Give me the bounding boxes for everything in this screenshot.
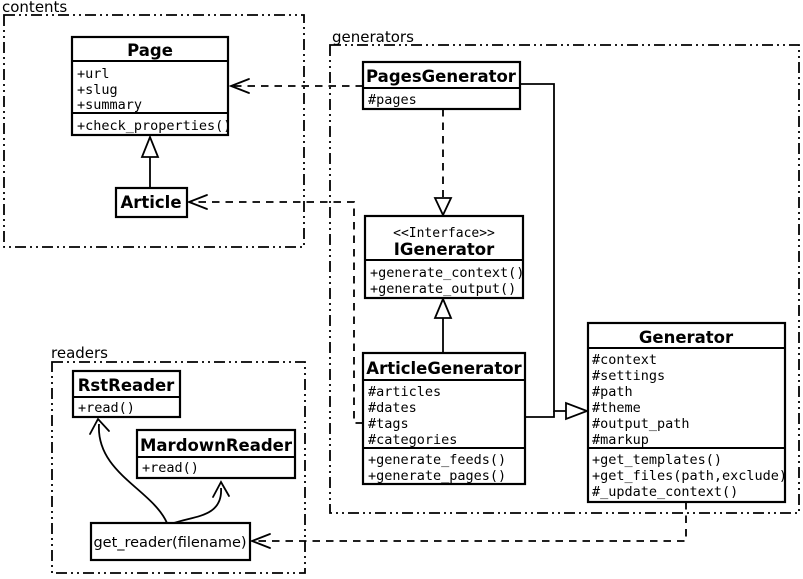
package-generators-label: generators [332,28,414,46]
relationship-pagesgenerator-to-page-dependency [228,78,363,94]
open-arrowhead-icon [228,78,250,94]
attribute: +summary [77,97,142,113]
method: +check_properties() [77,118,231,134]
method: +generate_context() [370,265,524,281]
class-article: Article [114,186,189,219]
dependency-line [192,201,363,424]
class-box [135,428,297,480]
generalization-line [525,411,555,418]
method: +get_templates() [592,452,722,468]
class-box [114,186,189,219]
class-title: MardownReader [140,436,293,455]
relationship-pagesgenerator-to-generator-generalization [520,83,566,412]
attribute: +url [77,66,110,82]
method: +generate_feeds() [368,452,506,468]
relationship-getreader-to-mardownreader-arrow [173,480,230,524]
method: #_update_context() [592,484,738,500]
class-title: ArticleGenerator [366,359,522,378]
relationship-articlegenerator-to-igenerator-generalization [433,296,453,353]
attribute: #pages [368,92,417,108]
open-arrowhead-icon [89,417,110,435]
hollow-triangle-icon [433,197,453,218]
class-articlegenerator: ArticleGenerator #articles #dates #tags … [361,351,527,486]
package-readers: readers [51,344,306,574]
relationship-articlegenerator-to-article-dependency [186,194,363,424]
class-box [361,351,527,486]
method: +generate_output() [370,281,516,297]
class-title: RstReader [78,376,175,395]
class-title: PagesGenerator [366,67,517,86]
attribute: #theme [592,400,641,416]
attribute: #articles [368,384,441,400]
class-box [586,321,787,504]
class-box [70,35,230,137]
package-contents: contents [2,0,305,248]
attribute: #dates [368,400,417,416]
hollow-triangle-icon [565,401,590,421]
package-contents-frame [3,14,305,248]
dependency-line [256,502,687,542]
attribute: #settings [592,368,665,384]
method: +read() [142,460,199,476]
method: +get_files(path,exclude) [592,468,787,484]
attribute: #markup [592,432,649,448]
class-generator: Generator #context #settings #path #them… [586,321,787,504]
class-page: Page +url +slug +summary +check_properti… [70,35,231,137]
function-get-reader: get_reader(filename) [89,521,252,562]
package-generators-frame [329,44,800,514]
attribute: #path [592,384,633,400]
relationship-pagesgenerator-to-igenerator-realization [433,109,453,218]
package-readers-label: readers [51,344,108,362]
relationship-article-to-page-generalization [140,134,160,188]
attribute: #tags [368,416,409,432]
package-generators: generators [329,28,800,514]
relationship-getreader-to-rstreader-arrow [89,417,168,524]
class-title: Article [120,193,181,212]
method: +generate_pages() [368,468,506,484]
attribute: #context [592,352,657,368]
package-readers-frame [51,361,306,574]
class-box [361,60,522,111]
attribute: #categories [368,432,457,448]
hollow-triangle-icon [433,296,453,319]
function-box [89,521,252,562]
class-stereotype: <<Interface>> [393,226,495,241]
class-rstreader: RstReader +read() [71,369,182,419]
attribute: +slug [77,82,118,98]
attribute: #output_path [592,416,690,432]
class-igenerator: <<Interface>> IGenerator +generate_conte… [363,214,525,300]
method: +read() [78,400,135,416]
class-mardownreader: MardownReader +read() [135,428,297,480]
class-title: Page [127,41,173,60]
relationship-articlegenerator-to-generator-generalization [525,401,590,421]
function-label: get_reader(filename) [93,535,246,551]
open-arrowhead-icon [186,194,208,210]
generalization-line [520,83,566,412]
relationship-generator-to-getreader-dependency [249,502,687,549]
package-contents-label: contents [2,0,67,16]
open-arrowhead-icon [212,480,230,498]
hollow-triangle-icon [140,134,160,158]
class-title: Generator [639,328,734,347]
open-arrowhead-icon [249,533,271,549]
class-pagesgenerator: PagesGenerator #pages [361,60,522,111]
curved-arrow-line [98,423,168,524]
class-box [71,369,182,419]
curved-arrow-line [173,487,222,524]
class-title: IGenerator [394,240,495,259]
class-box [363,214,525,300]
